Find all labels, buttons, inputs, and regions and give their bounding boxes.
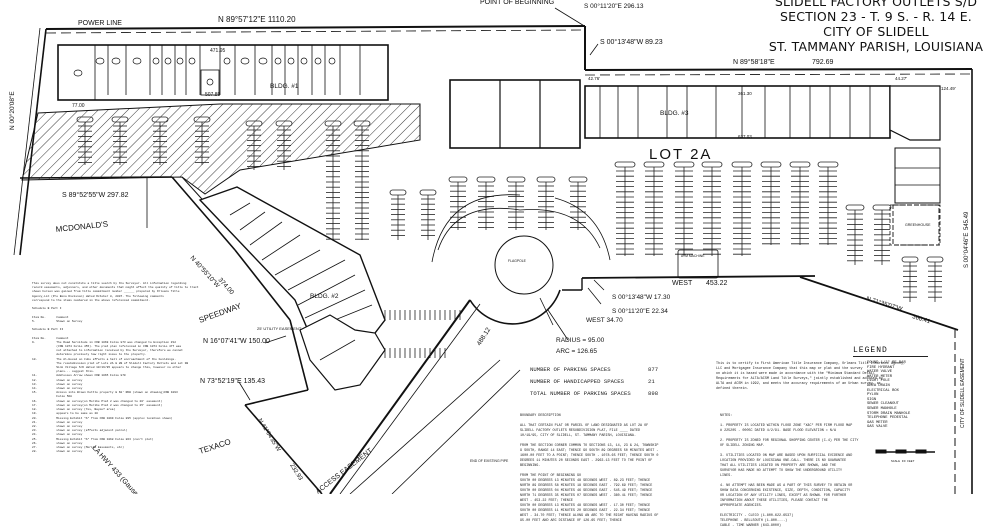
bearing-south-mcd: S 89°52'55"W 297.82	[62, 191, 129, 199]
title-line-4: ST. TAMMANY PARISH, LOUISIANA	[768, 39, 984, 54]
legend-item: AREA DRAIN	[867, 383, 890, 388]
legend-title: LEGEND	[853, 346, 928, 357]
bearing-n41-dist: 232.93	[288, 463, 303, 482]
bearing-west-label: WEST	[672, 280, 693, 287]
dim-4276: 42.76'	[588, 76, 600, 81]
legend-item: FOUND 1/2" RE-BAR	[867, 361, 906, 365]
bearing-east-dist: 545.49	[964, 211, 970, 230]
bearing-n41: N 41°04'35"W	[256, 418, 281, 453]
lot-2a-label: LOT 2A	[649, 146, 712, 163]
legend-item: SEWER MANHOLE	[867, 406, 897, 411]
building-3	[449, 79, 941, 246]
parking-row: NUMBER OF PARKING SPACES 877	[530, 364, 658, 376]
scale-bar	[875, 449, 935, 454]
legend-item: TELEPHONE PEDESTAL	[867, 416, 909, 421]
bldg-1-label: BLDG. #1	[270, 83, 299, 90]
parking-rows	[76, 116, 944, 358]
atm-label: ATM MACHINE	[681, 254, 705, 258]
texaco-label: TEXACO	[198, 437, 232, 456]
bearing-north-east-dist: 792.69	[812, 59, 834, 66]
bearing-s00-1348: S 00°13'48"W 89.23	[600, 38, 663, 46]
parking-summary-table: NUMBER OF PARKING SPACES 877 NUMBER OF H…	[530, 364, 658, 400]
boundary-description-text: ALL THAT CERTAIN PLAT OR PARCEL OF LAND …	[520, 424, 659, 523]
parking-row-label: NUMBER OF PARKING SPACES	[530, 366, 611, 373]
legend-item: WATER VALVE	[867, 370, 893, 375]
bearing-north-east: N 89°58'18"E	[733, 58, 775, 66]
utility-easement-label: 25' UTILITY EASEMENT	[257, 326, 302, 331]
notes-text: 1. PROPERTY IS LOCATED WITHIN FLOOD ZONE…	[720, 424, 859, 528]
site-plan-drawing: N 89°57'12"E 1110.20 POWER LINE POINT OF…	[8, 0, 973, 494]
bearing-n73: N 73°52'19"E 135.43	[200, 377, 265, 385]
bearing-s2234: S 00°11'20"E 22.34	[612, 307, 668, 315]
schedule-b-text: This survey does not constitute a title …	[32, 282, 199, 454]
city-easement-label: CITY OF SLIDELL EASEMENT	[960, 358, 966, 428]
arc-dist-label: 488.12	[476, 326, 493, 347]
greenhouse-label: GREENHOUSE	[905, 223, 931, 227]
legend-item: STORM DRAIN MANHOLE	[867, 411, 911, 416]
pob-bearing: S 00°11'20"E 296.13	[584, 2, 644, 10]
arc-label: ARC = 126.65	[556, 348, 597, 355]
legend-item: FIRE HYDRANT	[867, 365, 895, 370]
end-pipe-label: END OF EXISTING PIPE	[470, 459, 509, 463]
legend: LEGEND FOUND 1/2" RE-BAR FIRE HYDRANT WA…	[853, 346, 953, 465]
building-1	[57, 44, 389, 101]
parking-row-value: 21	[648, 378, 655, 385]
dim-50789: 507.89	[205, 92, 221, 98]
parking-row-label: TOTAL NUMBER OF PARKING SPACES	[530, 390, 631, 397]
legend-item: LIGHT POLE	[867, 379, 890, 384]
boundary-description-title: BOUNDARY DESCRIPTION	[520, 414, 561, 418]
title-line-1: SLIDELL FACTORY OUTLETS S/D	[774, 0, 978, 9]
bearing-n40-dist: 374.00	[217, 277, 236, 297]
bearing-n71: N 71°35'07"W	[865, 296, 903, 313]
speedway-label: SPEEDWAY	[198, 301, 243, 325]
access-easement-label: ACCESS EASEMENT	[315, 447, 374, 494]
dim-7700: 77.00	[72, 103, 85, 109]
flagpole-label: FLAGPOLE	[508, 259, 527, 263]
pob-label: POINT OF BEGINNING	[480, 0, 554, 6]
legend-item: ELECTRICAL BOX	[867, 388, 899, 393]
legend-item: SIGN	[867, 397, 877, 402]
radius-label: RADIUS = 95.00	[556, 337, 605, 344]
dim-47195: 471.95	[210, 48, 226, 54]
legend-item: GAS VALVE	[867, 425, 888, 430]
dim-12449: 124.49'	[941, 86, 956, 91]
mcdonalds-label: MCDONALD'S	[55, 220, 108, 234]
bearing-s1730: S 00°13'48"W 17.30	[612, 293, 671, 301]
atm-box	[677, 249, 719, 279]
title-line-2: SECTION 23 - T. 9 S. - R. 14 E.	[780, 9, 972, 24]
bearing-n16: N 16°07'41"W 150.00	[203, 337, 270, 345]
title-line-3: CITY OF SLIDELL	[823, 24, 929, 39]
bearing-west-side: N 00°20'08"E	[8, 91, 16, 130]
dim-63703: 637.03	[738, 134, 752, 139]
bldg-2-label: BLDG. #2	[310, 293, 339, 300]
bldg-3-label: BLDG. #3	[660, 110, 689, 117]
bearing-west-dist: 453.22	[706, 280, 728, 287]
parking-row-value: 877	[648, 366, 659, 373]
dim-4427: 44.27'	[895, 76, 907, 81]
hatched-parking-area	[21, 103, 421, 195]
legend-item: SEWER CLEANOUT	[867, 402, 899, 407]
notes-title: NOTES:	[720, 414, 733, 418]
parking-row: TOTAL NUMBER OF PARKING SPACES 898	[530, 388, 658, 400]
scale-label: SCALE IN FEET	[891, 459, 915, 463]
parking-row: NUMBER OF HANDICAPPED SPACES 21	[530, 376, 658, 388]
bearing-west-3470: WEST 34.70	[586, 317, 623, 324]
leader-lines	[238, 7, 605, 401]
roundabout	[431, 194, 611, 295]
power-line-label: POWER LINE	[78, 20, 122, 27]
legend-item: PYLON	[867, 393, 879, 398]
title-block: SLIDELL FACTORY OUTLETS S/D SECTION 23 -…	[768, 0, 984, 54]
bearing-n71-dist: 360.41	[911, 314, 931, 325]
parking-row-label: NUMBER OF HANDICAPPED SPACES	[530, 378, 624, 385]
legend-item: WATER METER	[867, 374, 893, 379]
certification-text: This is to certify to First American Tit…	[716, 362, 906, 391]
bearing-top: N 89°57'12"E 1110.20	[218, 15, 296, 24]
legend-item: GAS METER	[867, 420, 888, 425]
bearing-east-side: S 00°04'46"E	[964, 233, 970, 268]
greenhouse	[892, 204, 940, 246]
parking-row-value: 898	[648, 390, 659, 397]
dim-36130: 361.30	[738, 91, 752, 96]
